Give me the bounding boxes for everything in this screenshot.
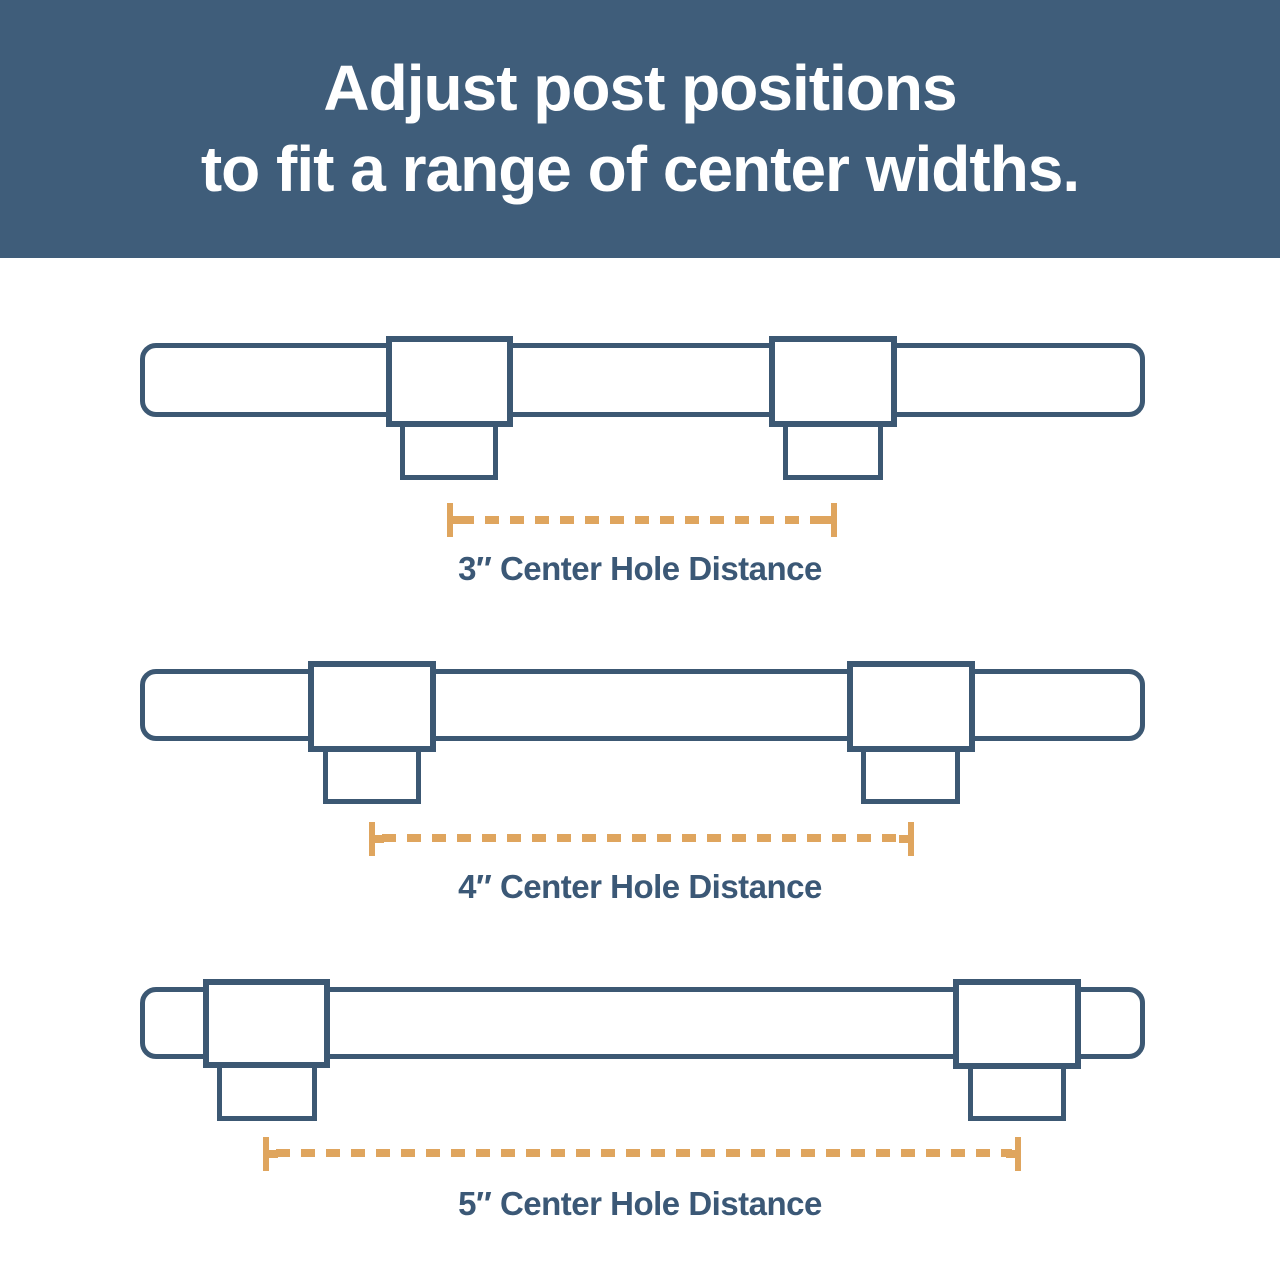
measure-tick-right [822,503,837,537]
mounting-post-right [847,661,975,752]
measurement-dashed-line [276,1149,1012,1157]
measure-tick-right [1006,1137,1021,1171]
post-stem-right [783,422,883,480]
post-stem-right [968,1063,1066,1121]
post-stem-left [323,747,421,804]
measure-tick-left [369,822,384,856]
mounting-post-right [953,979,1081,1069]
handle-bar-outline [140,669,1145,741]
measurement-dashed-line [382,834,905,842]
mounting-post-left [308,661,436,752]
post-stem-left [217,1063,317,1121]
measure-tick-right [899,822,914,856]
measurement-label: 5″ Center Hole Distance [458,1185,822,1222]
mounting-post-right [769,336,897,427]
handle-bar-outline [140,343,1145,417]
header-banner: Adjust post positions to fit a range of … [0,0,1280,258]
post-stem-right [861,747,960,804]
header-title-line2: to fit a range of center widths. [200,133,1080,205]
mounting-post-left [203,979,330,1068]
post-stem-left [400,422,498,480]
measurement-label: 4″ Center Hole Distance [458,868,822,905]
header-title-line1: Adjust post positions [323,52,957,124]
mounting-post-left [386,336,513,427]
measure-tick-left [447,503,462,537]
measurement-label: 3″ Center Hole Distance [458,550,822,587]
measurement-dashed-line [460,516,828,524]
measure-tick-left [263,1137,278,1171]
